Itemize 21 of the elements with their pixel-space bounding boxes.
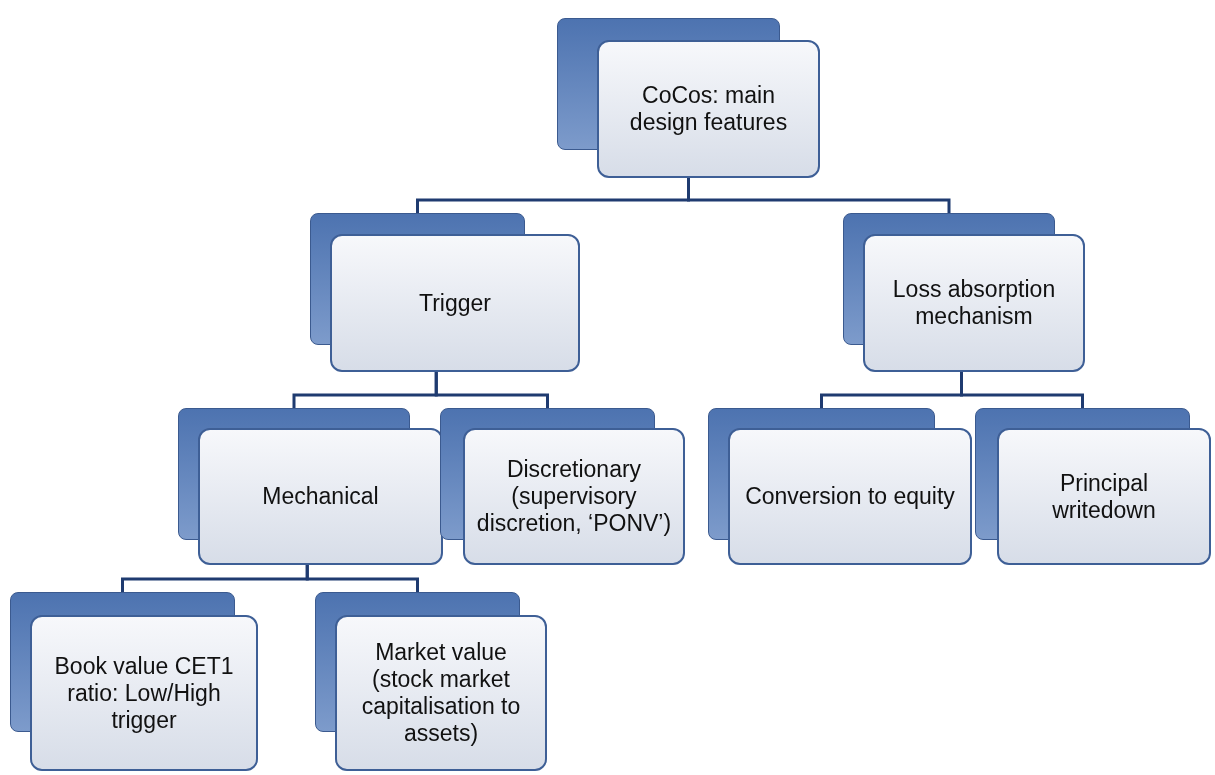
box-label: Market value (stock market capitalisation to assets) [360,639,522,747]
layered-box [178,408,443,565]
box-label: Book value CET1 ratio: Low/High trigger [53,652,235,734]
layered-box [975,408,1211,565]
connector-line [305,565,419,592]
box-label: Loss absorption mechanism [891,276,1057,330]
box-label: Discretionary (supervisory discretion, ‘PONV’) [475,456,673,537]
box-label: Trigger [419,289,491,317]
connector-line [687,178,951,213]
box-label: Mechanical [262,483,379,510]
layered-box [315,592,547,771]
layered-box [557,18,820,178]
layered-box [440,408,685,565]
box-label: Principal writedown [1051,469,1157,524]
layered-box [10,592,258,771]
connector-line [434,372,549,408]
layered-box [708,408,972,565]
box-label: Conversion to equity [745,483,955,510]
box-label: CoCos: main design features [628,82,789,136]
layered-box [310,213,580,372]
layered-box [843,213,1085,372]
